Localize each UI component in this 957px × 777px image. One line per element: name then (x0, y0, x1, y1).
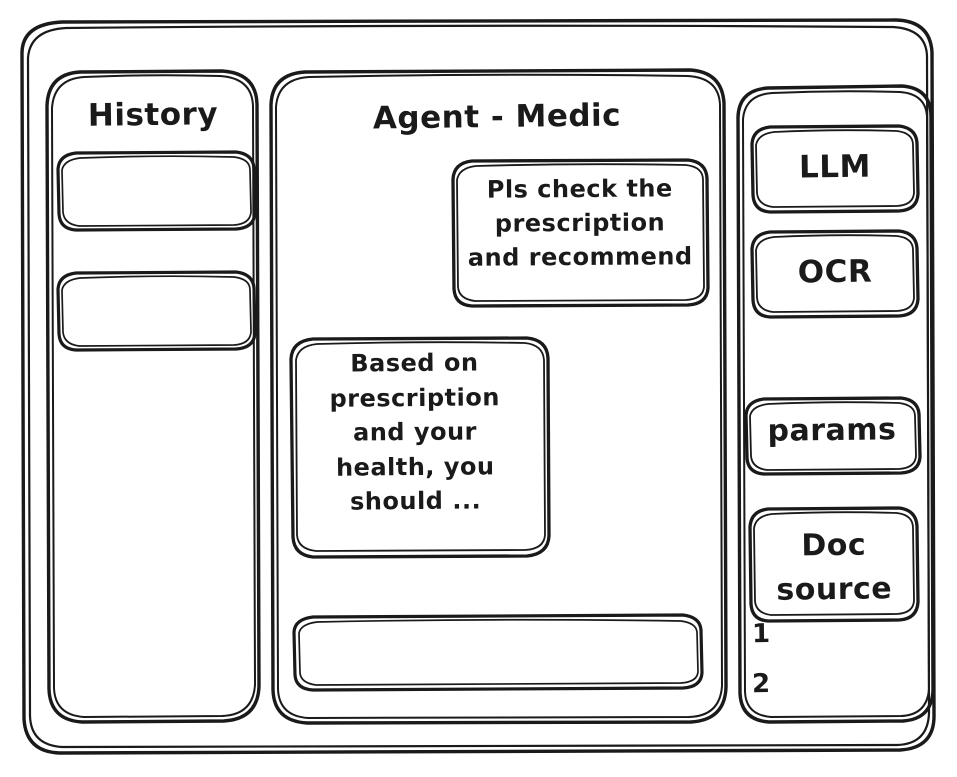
assistant-message-text: Based on prescription and your health, y… (329, 348, 500, 516)
doc-source-item-1[interactable]: 1 (751, 618, 771, 650)
list-item[interactable] (58, 272, 256, 351)
history-item-label (58, 297, 256, 299)
user-message-bubble: Pls check the prescription and recommend (453, 160, 708, 306)
doc-source-button[interactable]: Doc source (776, 527, 893, 608)
doc-source-item-2[interactable]: 2 (751, 668, 771, 700)
composer-input-value (308, 637, 688, 642)
user-message-text: Pls check the prescription and recommend (467, 174, 693, 272)
list-item[interactable] (58, 152, 256, 231)
tool-ocr-button[interactable]: OCR (797, 253, 873, 291)
composer-input[interactable] (294, 615, 702, 690)
tool-params-button[interactable]: params (767, 412, 897, 449)
history-panel-title: History (87, 96, 219, 134)
tool-llm-button[interactable]: LLM (798, 148, 872, 186)
history-item-label (58, 177, 256, 179)
page-title: Agent - Medic (372, 97, 622, 137)
assistant-message-bubble: Based on prescription and your health, y… (291, 338, 549, 557)
